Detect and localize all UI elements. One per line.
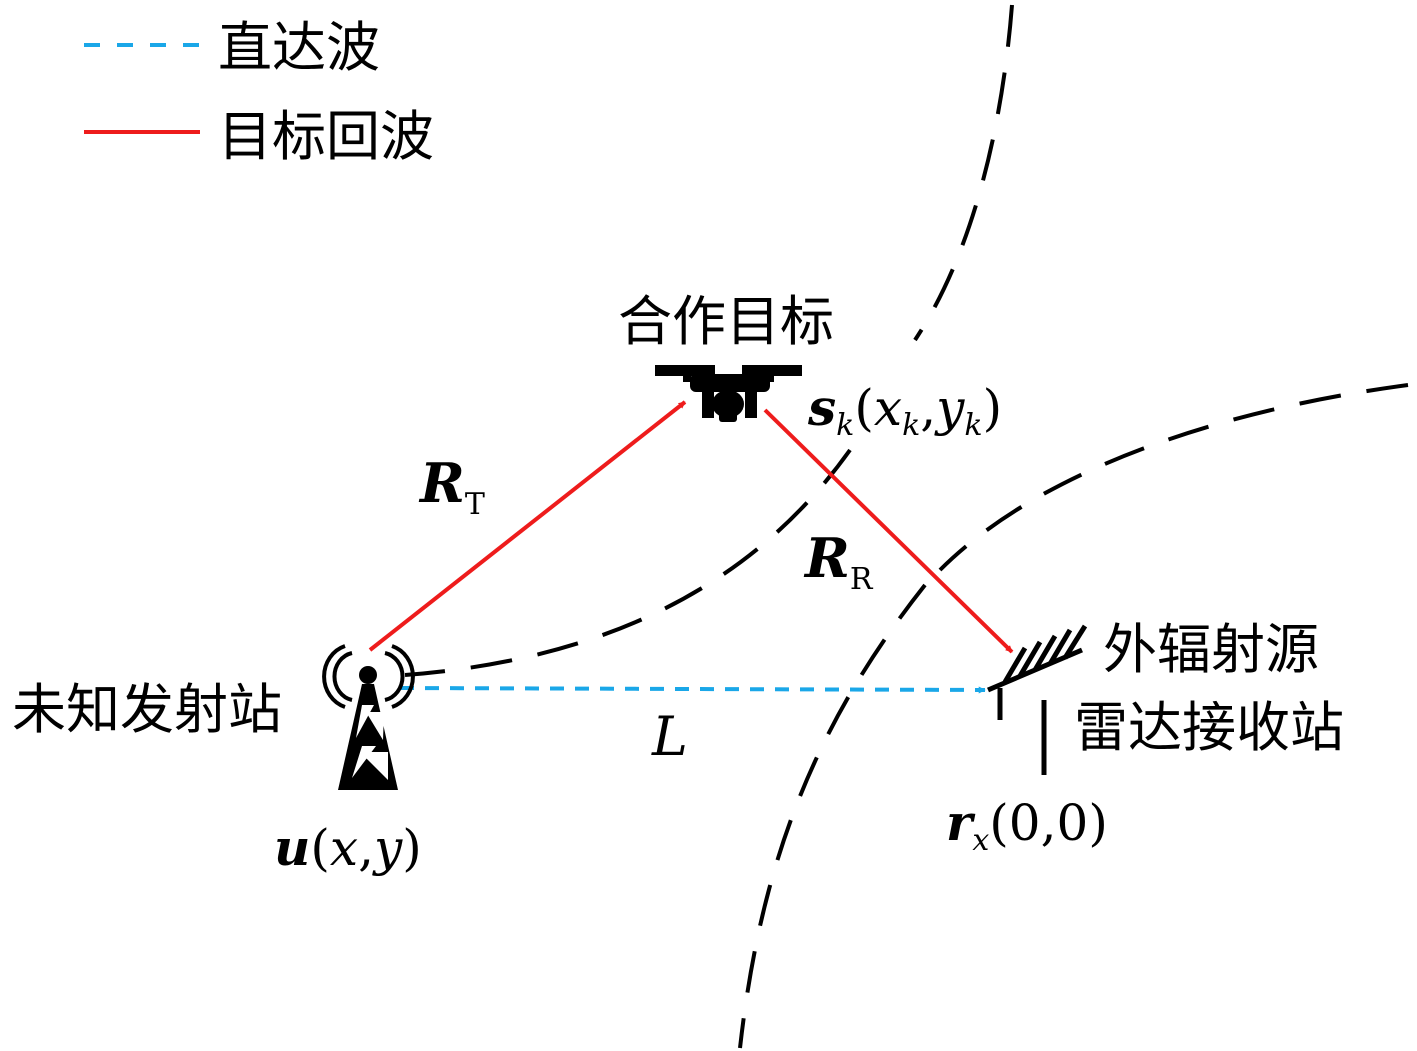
- curve-right-lower: [738, 583, 927, 1049]
- curve-left: [404, 448, 852, 677]
- curve-upper-left: [913, 4, 1014, 342]
- antenna-icon: [987, 624, 1088, 775]
- target-position: sk(xk,yk): [807, 378, 1002, 443]
- transmitter-title: 未知发射站: [12, 678, 282, 741]
- target-title: 合作目标: [618, 290, 834, 353]
- transmitter-position: u(x,y): [274, 818, 422, 877]
- edge-rr-label: RR: [803, 526, 874, 597]
- edge-rr-arrow: [763, 408, 1014, 654]
- drone-icon: [655, 365, 802, 422]
- receiver-position: rx(0,0): [946, 793, 1108, 858]
- receiver-title-line2: 雷达接收站: [1074, 696, 1344, 759]
- edge-rt-arrow: [368, 400, 687, 652]
- tower-icon: [322, 644, 415, 790]
- edge-l-arrow: [399, 686, 986, 694]
- legend-target-echo-label: 目标回波: [218, 105, 434, 168]
- curve-right-upper: [938, 383, 1409, 572]
- edge-l-label: L: [651, 705, 688, 768]
- legend-direct-wave-label: 直达波: [218, 16, 380, 79]
- legend: 直达波 目标回波: [84, 16, 434, 168]
- receiver-title-line1: 外辐射源: [1103, 618, 1319, 681]
- edge-rt-label: RT: [418, 451, 485, 522]
